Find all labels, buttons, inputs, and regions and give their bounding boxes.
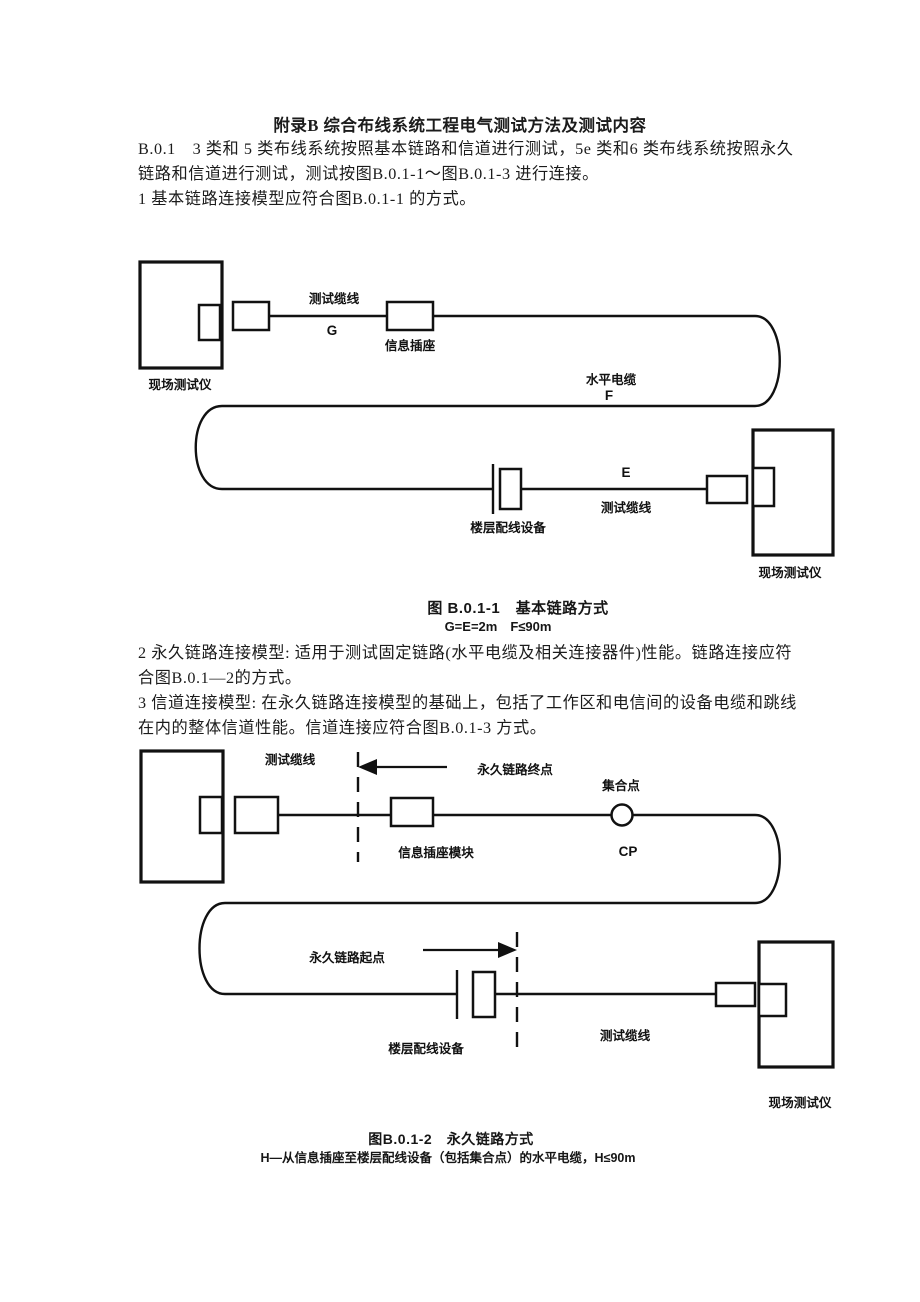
test-cord-connector-left: [233, 795, 280, 835]
label-e: E: [621, 465, 630, 480]
text-line: B.0.1 3 类和 5 类布线系统按照基本链路和信道进行测试，5e 类和6 类…: [138, 140, 794, 158]
label-g: G: [327, 323, 338, 338]
label-test-cable-bottom: 测试缆线: [601, 500, 652, 515]
label-floor-distributor: 楼层配线设备: [470, 520, 546, 535]
label-horizontal-cable: 水平电缆: [586, 372, 637, 387]
tester-port-left: [198, 795, 224, 835]
paragraph-b01: B.0.1 3 类和 5 类布线系统按照基本链路和信道进行测试，5e 类和6 类…: [138, 137, 798, 212]
label-test-cable-bottom: 测试缆线: [600, 1028, 651, 1043]
page-title: 附录B 综合布线系统工程电气测试方法及测试内容: [273, 116, 647, 135]
figure2-caption-note: H—从信息插座至楼层配线设备（包括集合点）的水平电缆，H≤90m: [260, 1151, 636, 1165]
test-cord-connector-left: [231, 300, 271, 332]
info-outlet-box: [385, 300, 435, 332]
label-consolidation-point: 集合点: [601, 778, 640, 793]
label-f: F: [605, 388, 613, 403]
arrow-head-left-icon: [358, 759, 377, 775]
text-line: 3 信道连接模型: 在永久链路连接模型的基础上，包括了工作区和电信间的设备电缆和…: [138, 694, 797, 712]
floor-distributor-box: [471, 970, 497, 1019]
horizontal-cable-path: [194, 314, 781, 491]
label-field-tester: 现场测试仪: [769, 1095, 832, 1110]
text-line: 合图B.0.1—2的方式。: [138, 669, 302, 687]
label-field-tester-right: 现场测试仪: [759, 565, 822, 580]
text-line: 在内的整体信道性能。信道连接应符合图B.0.1-3 方式。: [138, 719, 547, 737]
figure-basic-link-diagram: 测试缆线 G 信息插座 现场测试仪 水平电缆 F E 测试缆线 楼层配线设备 现…: [138, 260, 835, 580]
text-line: 2 永久链路连接模型: 适用于测试固定链路(水平电缆及相关连接器件)性能。链路连…: [138, 644, 793, 662]
paragraph-2-3: 2 永久链路连接模型: 适用于测试固定链路(水平电缆及相关连接器件)性能。链路连…: [138, 641, 798, 741]
label-permanent-link-end: 永久链路终点: [476, 762, 553, 777]
tester-port-right: [757, 982, 788, 1018]
test-cord-connector-right: [714, 981, 757, 1008]
figure-permanent-link-diagram: 测试缆线 永久链路终点 集合点 信息插座模块 CP 永久链路起点 楼层配线设备 …: [139, 749, 835, 1110]
tester-port-left: [197, 303, 222, 342]
text-line: 1 基本链路连接模型应符合图B.0.1-1 的方式。: [138, 190, 477, 208]
test-cord-connector-right: [705, 474, 749, 505]
label-floor-distributor: 楼层配线设备: [388, 1041, 464, 1056]
label-field-tester-left: 现场测试仪: [149, 377, 212, 392]
figure1-caption-dimensions: G=E=2m F≤90m: [444, 619, 552, 634]
tester-port-right: [751, 466, 776, 508]
label-info-outlet-module: 信息插座模块: [398, 845, 474, 860]
figure1-caption: 图 B.0.1-1 基本链路方式: [427, 600, 609, 617]
text-line: 链路和信道进行测试，测试按图B.0.1-1～图B.0.1-3 进行连接。: [138, 165, 599, 183]
floor-distributor-box: [498, 467, 523, 511]
label-permanent-link-start: 永久链路起点: [308, 950, 385, 965]
label-cp: CP: [619, 844, 638, 859]
label-test-cable-top: 测试缆线: [309, 291, 360, 306]
info-outlet-module-box: [389, 796, 435, 828]
arrow-head-right-icon: [498, 942, 517, 958]
permanent-link-cable-path: [198, 813, 781, 996]
label-test-cable-top: 测试缆线: [265, 752, 316, 767]
label-info-outlet: 信息插座: [385, 338, 436, 353]
consolidation-point-circle: [610, 803, 634, 827]
figure2-caption: 图B.0.1-2 永久链路方式: [368, 1131, 534, 1147]
